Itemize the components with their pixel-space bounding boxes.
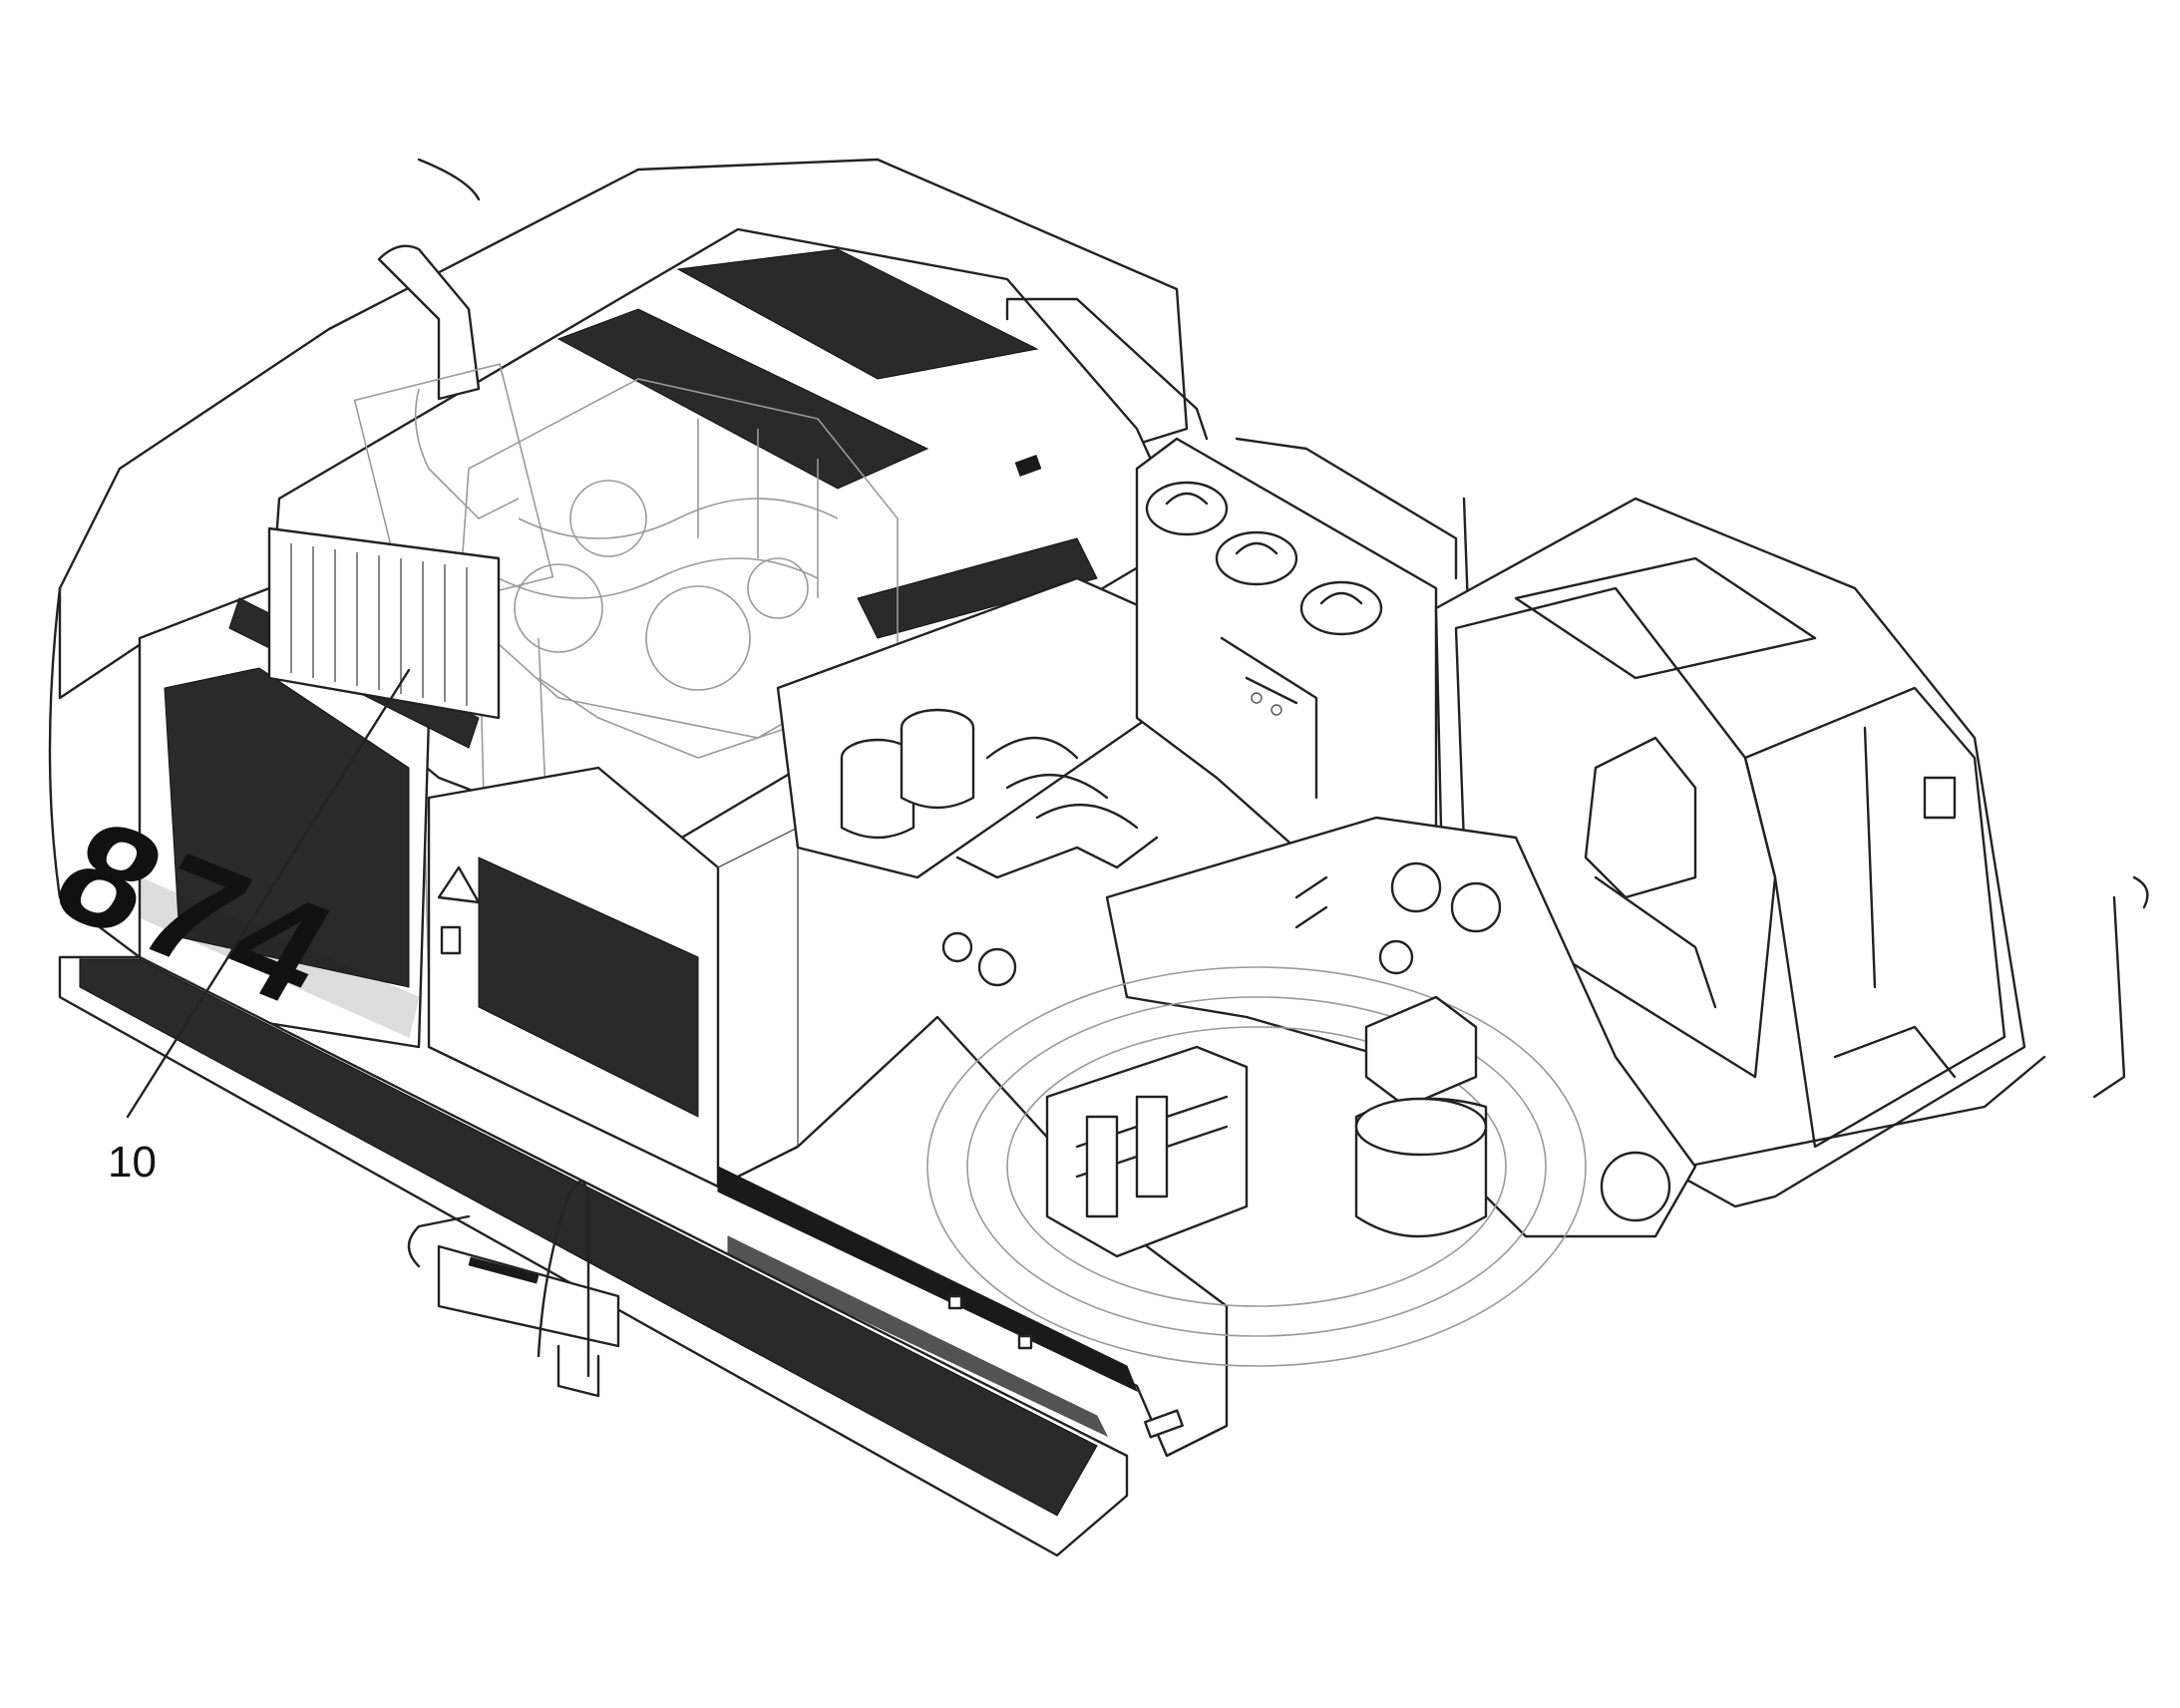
tool-box-latch — [1144, 1409, 1184, 1439]
callout-label: 10 — [108, 1138, 157, 1187]
tank-assembly — [1135, 437, 1438, 859]
slew-ring — [926, 966, 1587, 1367]
wiper-arm — [1863, 726, 1877, 989]
access-step-ladder — [407, 1180, 620, 1398]
hydraulic-valve-block — [776, 576, 1179, 987]
filter-canister-left — [840, 738, 915, 840]
hood-honeycomb-grille-front — [857, 537, 1098, 639]
operator-seat — [1584, 736, 1697, 899]
hood-honeycomb-grille-center — [556, 308, 929, 490]
filter-canister-right — [900, 708, 975, 810]
callout-leader-line — [126, 668, 411, 1119]
callout-10: 10 — [108, 668, 411, 1187]
warning-triangle-icon — [437, 865, 481, 904]
hood-badge — [1014, 455, 1042, 477]
fuel-tank-cap — [1145, 481, 1229, 536]
exhaust-pipe — [377, 244, 520, 519]
side-door-left — [138, 526, 501, 1049]
battery-frame — [1045, 1045, 1249, 1258]
hydraulic-tank-cap — [1215, 530, 1298, 586]
side-door-center — [427, 766, 799, 1189]
door-lock — [440, 925, 462, 955]
hood-honeycomb-grille-rear — [676, 248, 1039, 380]
swing-motor — [1354, 995, 1488, 1238]
side-grille-center — [478, 856, 699, 1118]
front-body-panel — [716, 1015, 1229, 1458]
def-tank-cap — [1299, 580, 1383, 636]
side-grille-left — [164, 667, 410, 988]
louver-panel — [267, 526, 501, 720]
mirror — [1923, 776, 1957, 820]
